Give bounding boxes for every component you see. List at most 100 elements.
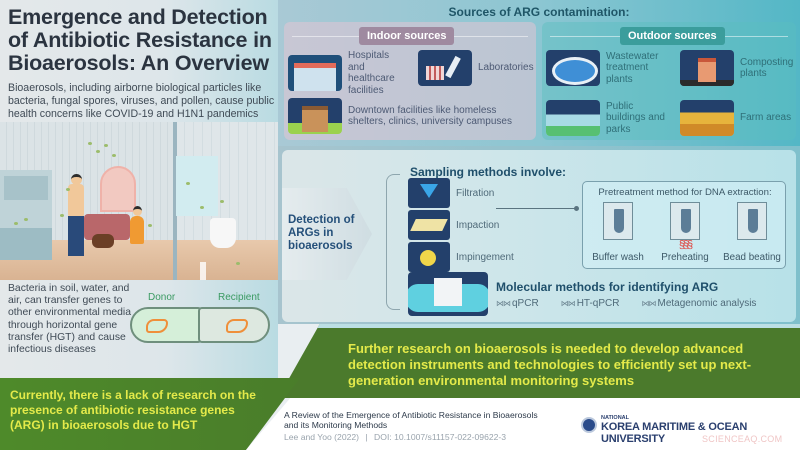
method-label: Impaction	[456, 219, 500, 231]
source-label: Public buildings and parks	[606, 100, 665, 135]
callout-beam	[200, 262, 206, 280]
room-divider	[173, 122, 177, 280]
pretreatment-label: Preheating	[661, 252, 709, 263]
bioaerosol-particle-icon	[60, 214, 64, 217]
shower-icon	[176, 156, 218, 216]
method-label: Filtration	[456, 187, 495, 199]
dog-icon	[92, 234, 114, 248]
bead-beating-tube-icon	[737, 202, 767, 240]
bioaerosol-particle-icon	[186, 182, 190, 185]
source-item-hospitals: Hospitals and healthcare facilities	[288, 50, 408, 96]
source-label: Hospitals and healthcare facilities	[348, 50, 395, 96]
bioaerosol-particle-icon	[24, 218, 28, 221]
park-icon	[546, 100, 600, 136]
source-label: Laboratories	[478, 62, 534, 74]
source-item-composting: Composting plants	[680, 50, 796, 86]
doi-link[interactable]: DOI: 10.1007/s11157-022-09622-3	[374, 432, 507, 442]
sampling-title: Sampling methods involve:	[410, 165, 567, 179]
method-label: Impingement	[456, 251, 514, 263]
molecular-methods-list: ⋈⋈qPCR ⋈⋈HT-qPCR ⋈⋈Metagenomic analysis	[496, 298, 756, 309]
connector-line	[496, 208, 576, 209]
indoor-scene-illustration	[0, 122, 278, 280]
impinger-flask-icon	[408, 242, 450, 272]
paper-title: A Review of the Emergence of Antibiotic …	[284, 410, 538, 430]
donor-bacterium-icon	[130, 307, 202, 343]
hospital-icon	[288, 55, 342, 91]
source-item-downtown: Downtown facilities like homeless shelte…	[288, 98, 532, 134]
authors: Lee and Yoo (2022)	[284, 432, 360, 442]
separator: |	[365, 432, 368, 442]
source-label: Composting plants	[740, 56, 794, 80]
source-label: Farm areas	[740, 112, 792, 124]
source-item-wastewater: Wastewater treatment plants	[546, 50, 674, 86]
citation-footer	[246, 398, 800, 450]
bioaerosol-particle-icon	[112, 154, 116, 157]
dna-helix-icon: ⋈⋈	[496, 299, 511, 308]
bioaerosol-particle-icon	[96, 150, 100, 153]
molecular-methods-title: Molecular methods for identifying ARG	[496, 280, 719, 294]
funnel-icon	[408, 178, 450, 208]
detection-section: Detection of ARGs in bioaerosols Samplin…	[278, 146, 800, 324]
pretreatment-buffer-wash: Buffer wash	[587, 202, 649, 263]
university-name: KOREA MARITIME & OCEAN UNIVERSITY	[601, 421, 748, 445]
molecular-method-item: ⋈⋈HT-qPCR	[560, 298, 620, 309]
bioaerosol-particle-icon	[220, 200, 224, 203]
girl-figure-icon	[130, 216, 144, 244]
farm-icon	[680, 100, 734, 136]
bioaerosol-particle-icon	[200, 206, 204, 209]
plasmid-dna-icon	[226, 319, 248, 333]
dna-helix-icon: ⋈⋈	[641, 299, 656, 308]
plasmid-dna-icon	[146, 319, 168, 333]
further-research-band	[278, 324, 800, 398]
source-label: Wastewater treatment plants	[606, 50, 659, 85]
man-figure-icon	[68, 184, 84, 218]
source-item-farm: Farm areas	[680, 100, 796, 136]
molecular-method-item: ⋈⋈qPCR	[496, 298, 539, 309]
laboratory-icon	[418, 50, 472, 86]
further-research-text: Further research on bioaerosols is neede…	[348, 341, 752, 388]
intro-text: Bioaerosols, including airborne biologic…	[8, 82, 275, 120]
sampling-method-filtration: Filtration	[408, 178, 494, 208]
preheating-tube-icon	[670, 202, 700, 240]
hgt-diagram: Donor Recipient	[130, 292, 278, 352]
recipient-label: Recipient	[218, 292, 260, 303]
detection-panel: Detection of ARGs in bioaerosols Samplin…	[282, 150, 796, 322]
current-research-text: Currently, there is a lack of research o…	[10, 388, 256, 432]
wastewater-plant-icon	[546, 50, 600, 86]
bioaerosol-particle-icon	[88, 142, 92, 145]
composting-plant-icon	[680, 50, 734, 86]
bioaerosol-particle-icon	[14, 222, 18, 225]
heat-waves-icon: §§§	[678, 239, 693, 251]
bioaerosol-particle-icon	[236, 262, 240, 265]
bioaerosol-particle-icon	[148, 224, 152, 227]
bracket-icon	[386, 174, 400, 310]
hgt-description: Bacteria in soil, water, and air, can tr…	[8, 283, 132, 356]
current-research-band	[0, 378, 300, 450]
donor-label: Donor	[148, 292, 176, 303]
pcr-plate-hands-icon	[408, 272, 488, 316]
pretreatment-preheating: §§§ Preheating	[654, 202, 716, 263]
bioaerosol-particle-icon	[66, 188, 70, 191]
left-column: Emergence and Detection of Antibiotic Re…	[0, 0, 278, 378]
source-item-laboratories: Laboratories	[418, 50, 536, 86]
source-item-parks: Public buildings and parks	[546, 100, 674, 136]
kitchen-cabinet	[4, 176, 48, 200]
university-prefix: NATIONAL	[601, 415, 630, 421]
detection-title: Detection of ARGs in bioaerosols	[288, 214, 355, 252]
outdoor-sources-tag: Outdoor sources	[620, 27, 725, 45]
buffer-wash-tube-icon	[603, 202, 633, 240]
man-figure-head	[71, 174, 82, 185]
source-label: Downtown facilities like homeless shelte…	[348, 104, 512, 128]
impaction-plate-icon	[408, 210, 450, 240]
toilet-icon	[210, 218, 236, 248]
sources-section: Sources of ARG contamination: Indoor sou…	[278, 0, 800, 146]
kitchen-counter	[0, 228, 52, 260]
downtown-building-icon	[288, 98, 342, 134]
recipient-bacterium-icon	[198, 307, 270, 343]
kitchen-icon	[0, 170, 52, 260]
citation-meta: Lee and Yoo (2022) | DOI: 10.1007/s11157…	[284, 432, 506, 442]
pretreatment-bead-beating: Bead beating	[721, 202, 783, 263]
pretreatment-box: Pretreatment method for DNA extraction: …	[582, 181, 786, 269]
indoor-sources-tag: Indoor sources	[359, 27, 455, 45]
girl-figure-head	[133, 206, 142, 216]
